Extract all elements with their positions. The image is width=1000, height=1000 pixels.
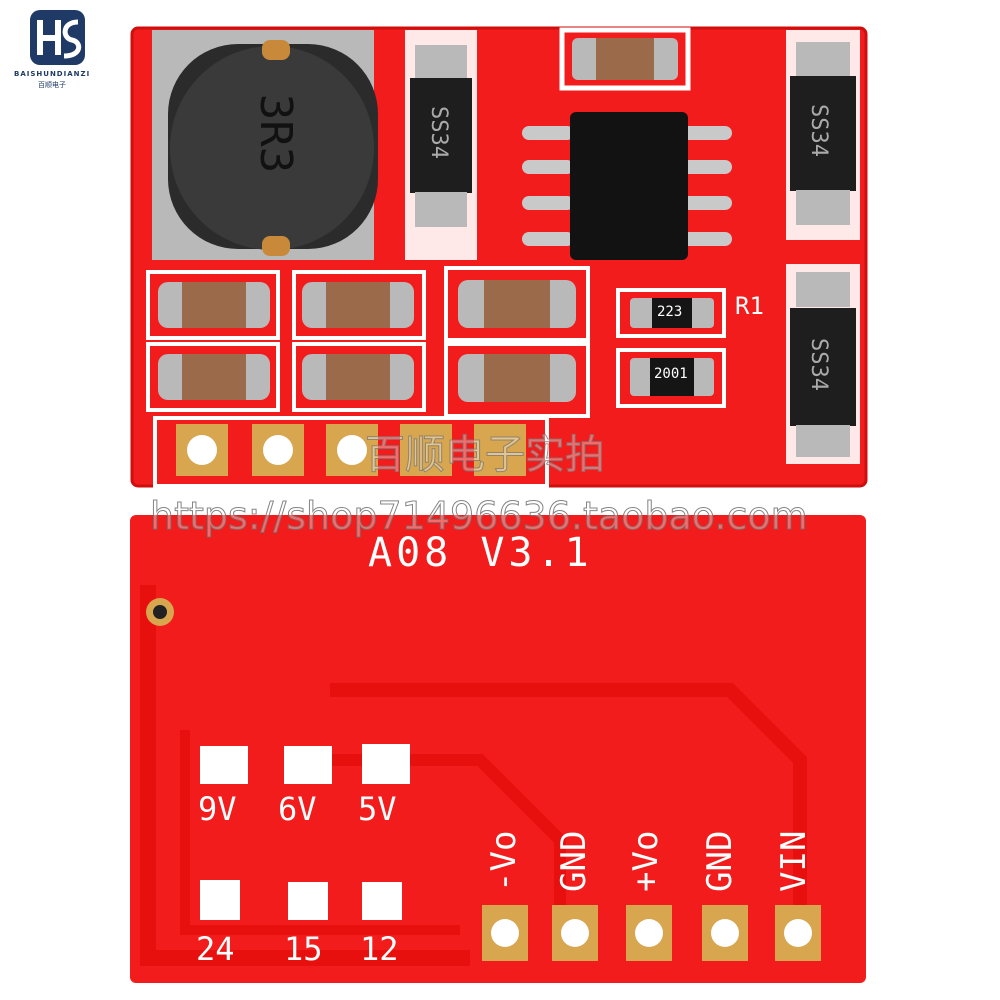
diode-top-left bbox=[405, 30, 477, 260]
jumper-label-5v: 5V bbox=[358, 790, 397, 828]
brand-latin: BAISHUNDIANZI bbox=[14, 70, 91, 78]
ref-label-r1: R1 bbox=[735, 292, 764, 320]
diode-marking-3: SS34 bbox=[805, 338, 831, 391]
jumper-label-9v: 9V bbox=[198, 790, 237, 828]
capacitor-array bbox=[146, 266, 590, 418]
diode-marking-1: SS34 bbox=[425, 106, 451, 159]
bottom-board bbox=[130, 515, 866, 983]
inductor-marking: 3R3 bbox=[250, 93, 302, 174]
resistors bbox=[616, 288, 726, 408]
watermark-url: https://shop71496636.taobao.com bbox=[150, 494, 809, 539]
pin-label-pos-vo: +Vo bbox=[626, 830, 666, 892]
brand-logo bbox=[30, 10, 85, 65]
top-board bbox=[130, 26, 868, 488]
diode-top-right bbox=[786, 30, 860, 240]
output-pins bbox=[482, 905, 821, 961]
pin-label-vin: VIN bbox=[774, 830, 814, 892]
resistor-code-2: 2001 bbox=[654, 366, 688, 382]
brand-cn: 百顺电子 bbox=[38, 81, 66, 89]
jumper-label-12: 12 bbox=[360, 930, 399, 968]
pin-label-gnd-2: GND bbox=[700, 830, 740, 892]
pin-label-neg-vo: -Vo bbox=[484, 830, 524, 892]
capacitor-top bbox=[559, 27, 691, 91]
jumper-label-6v: 6V bbox=[278, 790, 317, 828]
top-header-pads bbox=[153, 416, 549, 488]
inductor bbox=[152, 30, 378, 260]
diode-right bbox=[786, 264, 860, 464]
jumper-label-24: 24 bbox=[196, 930, 235, 968]
jumper-label-15: 15 bbox=[284, 930, 323, 968]
resistor-code-1: 223 bbox=[657, 304, 683, 320]
jumper-pads bbox=[200, 744, 410, 920]
watermark-chinese: 百顺电子实拍 bbox=[365, 432, 606, 479]
diode-marking-2: SS34 bbox=[805, 104, 831, 157]
pin-label-gnd-1: GND bbox=[554, 830, 594, 892]
ic-chip bbox=[522, 112, 732, 260]
board-title: A08 V3.1 bbox=[368, 530, 593, 576]
